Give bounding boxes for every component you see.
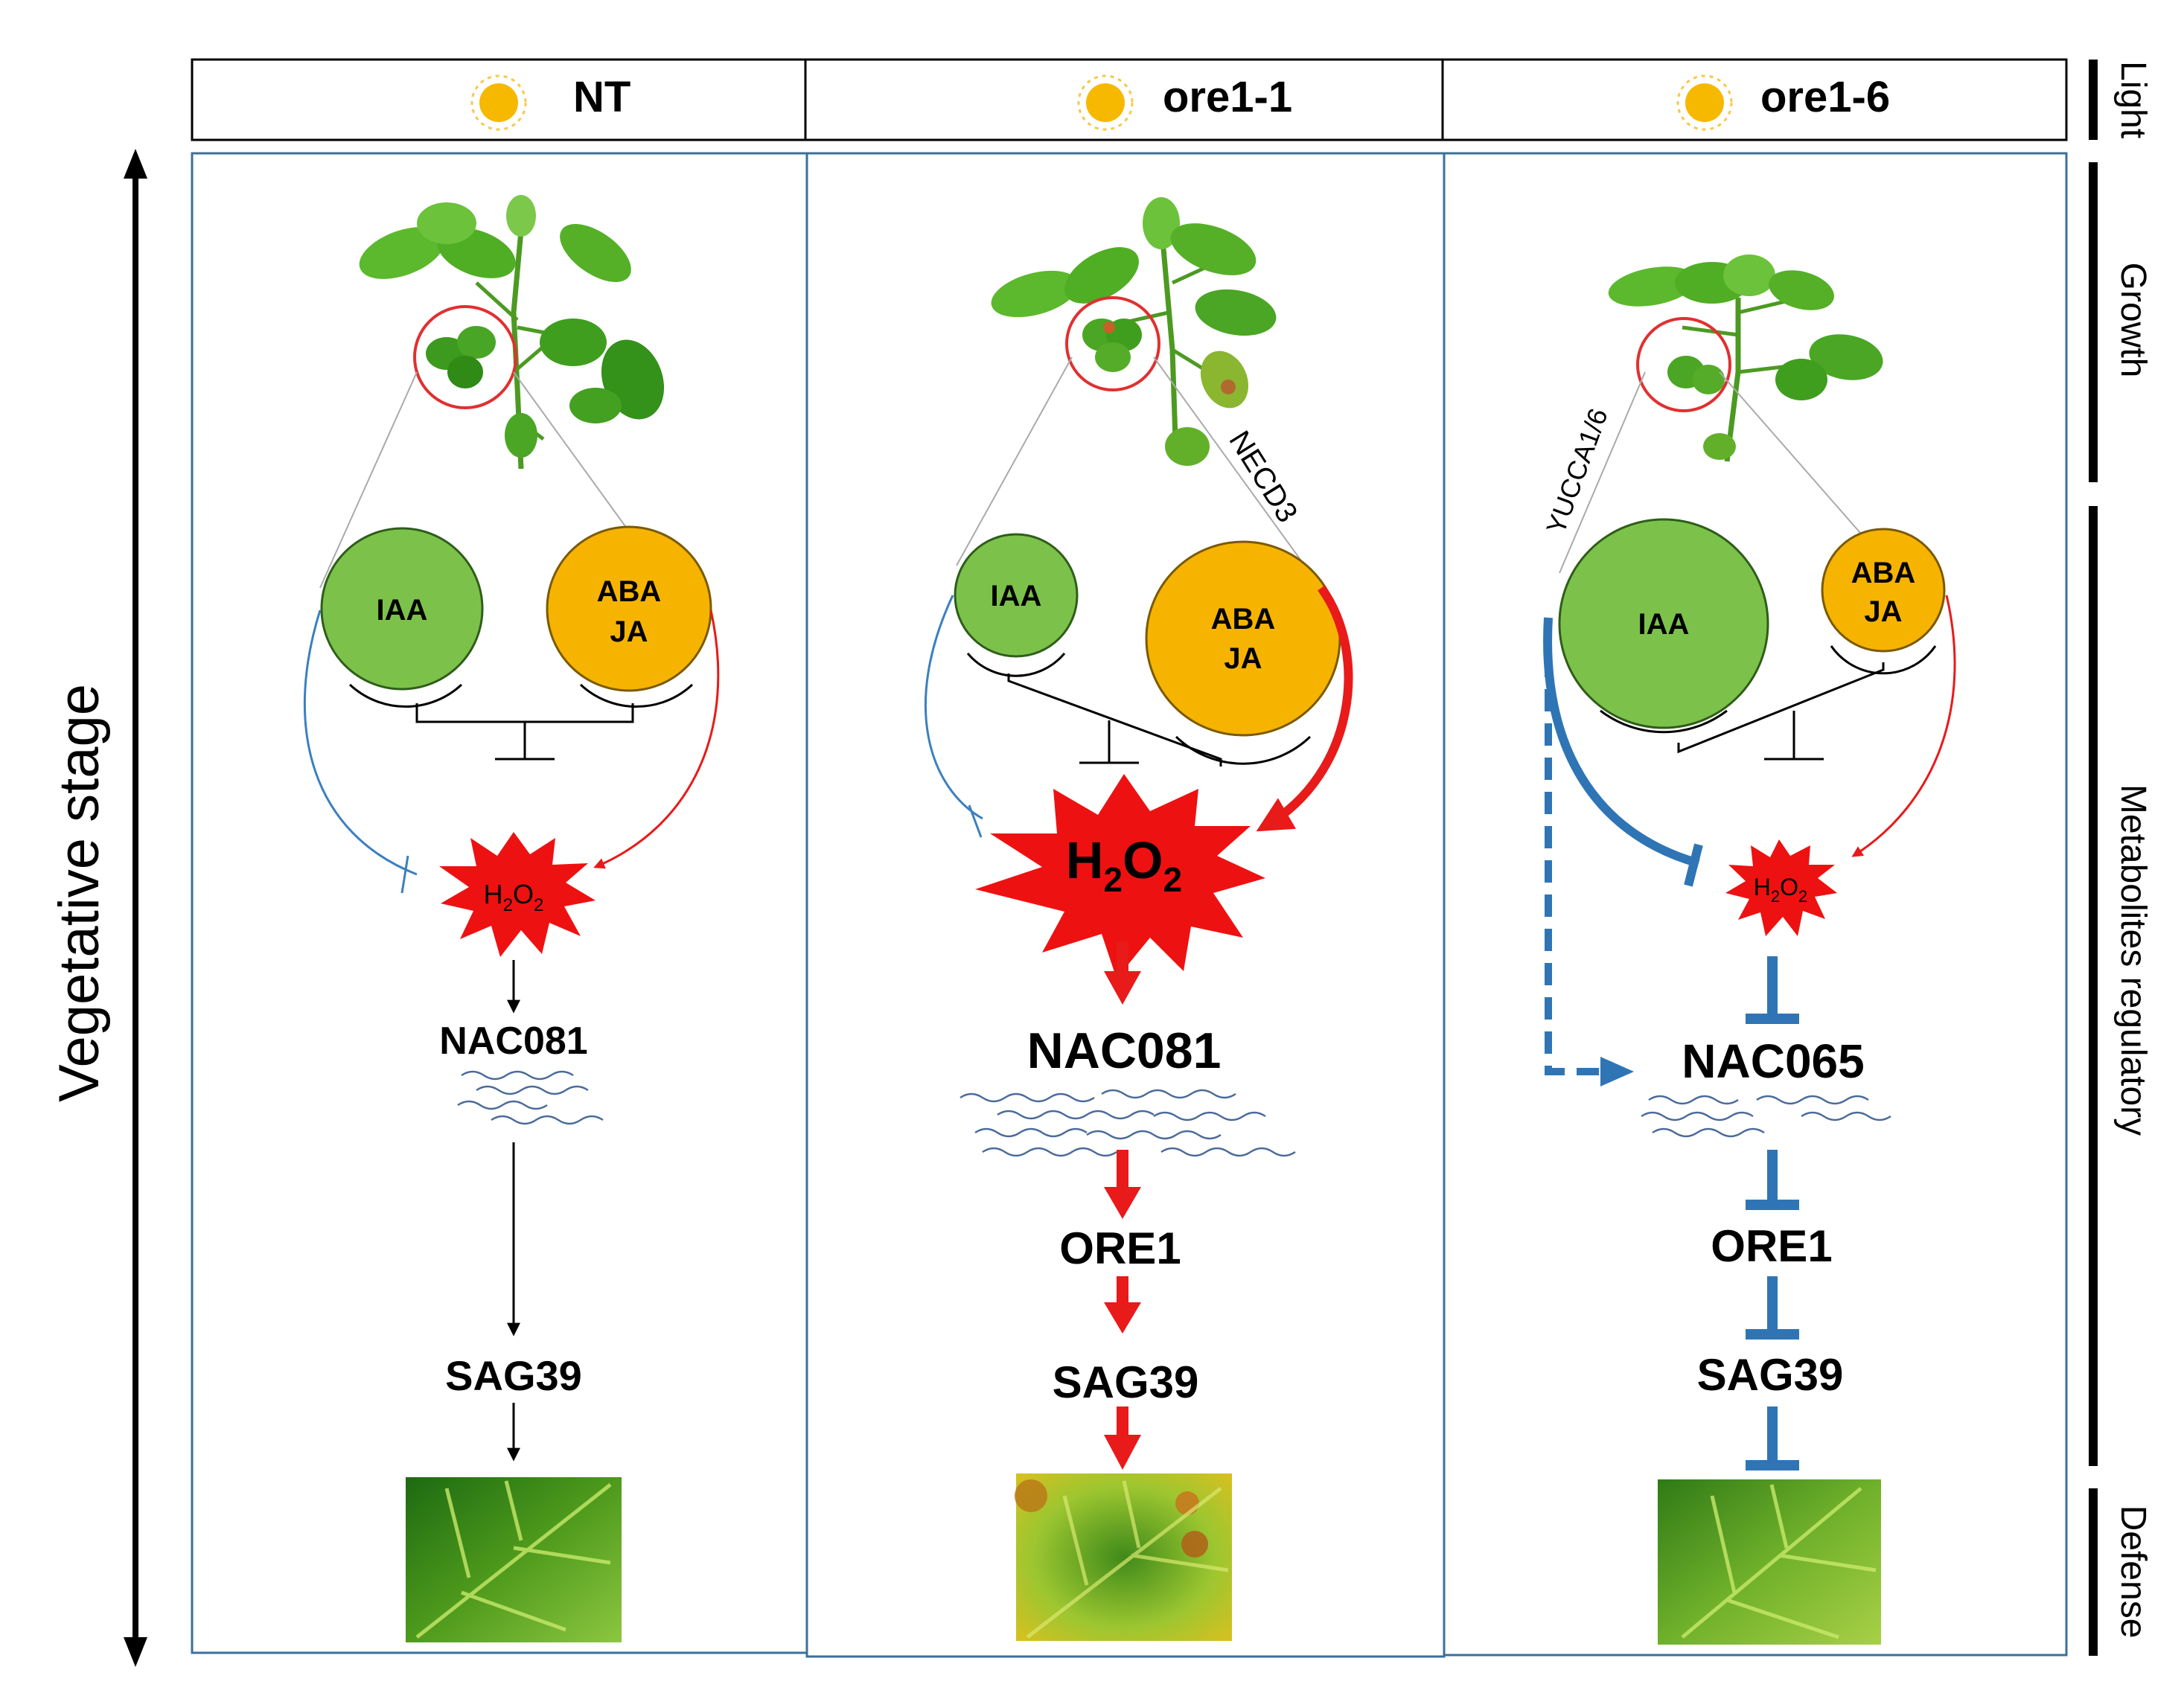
activation-arrow (1104, 941, 1141, 1005)
sag39-label: SAG39 (445, 1352, 582, 1399)
vegetative-stage-axis: Vegetative stage (48, 149, 147, 1667)
nac081-label: NAC081 (1027, 1022, 1222, 1079)
header-ore1-6: ore1-6 (1760, 73, 1890, 121)
leaf-highlight-circle (1636, 317, 1731, 412)
nac065-label: NAC065 (1682, 1034, 1864, 1088)
transcript-waves (1641, 1095, 1891, 1138)
aba-ja-node (546, 525, 712, 692)
inhibition-bar (1746, 1406, 1799, 1470)
ja-label: JA (1864, 595, 1902, 628)
iaa-node (954, 533, 1079, 658)
panel-frames (191, 152, 2068, 1658)
iaa-label: IAA (991, 580, 1042, 612)
metabolites-label: Metabolites regulatory (2113, 784, 2153, 1136)
header-nt: NT (573, 73, 630, 121)
inhibition-bar (1746, 1150, 1799, 1210)
iaa-node (320, 527, 484, 691)
plant-image (1608, 255, 1883, 462)
light-label: Light (2113, 61, 2153, 138)
activation-arrow (1104, 1150, 1141, 1219)
ore1-label: ORE1 (1711, 1221, 1832, 1271)
plant-image (991, 197, 1277, 466)
growth-label: Growth (2113, 263, 2153, 378)
aba-activates-h2o2 (1256, 585, 1353, 832)
leaf-image (1658, 1479, 1881, 1645)
nac081-label: NAC081 (439, 1020, 587, 1063)
leaf-image (406, 1477, 622, 1642)
panel-ore1-1: NECD3 IAA ABA JA H2O2 NAC081 (924, 197, 1353, 1641)
sag39-label: SAG39 (1697, 1350, 1844, 1400)
sag39-label: SAG39 (1053, 1357, 1199, 1407)
aba-label: ABA (597, 575, 662, 608)
activation-arrow (1104, 1406, 1141, 1470)
ja-label: JA (610, 615, 648, 648)
iaa-activates-nac065-dashed (1545, 655, 1608, 1075)
sun-icon (1676, 74, 1733, 131)
aba-label: ABA (1211, 603, 1276, 636)
iaa-inhibits-h2o2 (303, 609, 418, 876)
defense-label: Defense (2113, 1505, 2153, 1639)
h2o2-label: H2O2 (1066, 831, 1182, 899)
aba-ja-node (1145, 540, 1341, 737)
h2o2-label: H2O2 (1754, 874, 1808, 906)
leaf-highlight-circle (1065, 296, 1160, 391)
h2o2-burst (975, 774, 1265, 979)
plant-image (359, 195, 665, 470)
necd3-gene-label: NECD3 (1222, 425, 1303, 528)
leaf-image (1015, 1473, 1232, 1641)
vegetative-stage-label: Vegetative stage (48, 684, 111, 1102)
h2o2-burst (439, 832, 596, 957)
transcript-waves (960, 1089, 1296, 1157)
iaa-inhibits-h2o2 (924, 595, 983, 820)
header-ore1-1: ore1-1 (1163, 73, 1292, 121)
iaa-label: IAA (1638, 608, 1690, 641)
inhibition-bar (1746, 1276, 1799, 1340)
header-row: NT ore1-1 ore1-6 (191, 58, 2068, 141)
ja-label: JA (1224, 642, 1262, 675)
panel-ore1-6: YUCCA1/6 IAA ABA JA H2O2 NAC065 (1540, 255, 1956, 1645)
iaa-node (1558, 518, 1769, 729)
right-category-bars: Light Growth Metabolites regulatory Defe… (2089, 60, 2153, 1656)
sun-icon (470, 74, 527, 131)
transcript-waves (457, 1070, 604, 1125)
aba-activates-h2o2 (593, 609, 720, 869)
ore1-label: ORE1 (1059, 1223, 1181, 1273)
sun-icon (1077, 74, 1134, 131)
h2o2-burst (1725, 839, 1837, 936)
aba-activates-h2o2 (1851, 595, 1956, 857)
aba-label: ABA (1851, 557, 1916, 589)
iaa-label: IAA (377, 594, 428, 627)
activation-arrow (1104, 1276, 1141, 1334)
panel-nt: IAA ABA JA H2O2 NAC081 SAG39 (303, 195, 720, 1642)
aba-ja-node (1821, 528, 1946, 653)
inhibition-bar (1746, 956, 1799, 1024)
leaf-highlight-circle (413, 305, 517, 409)
h2o2-label: H2O2 (484, 879, 544, 915)
